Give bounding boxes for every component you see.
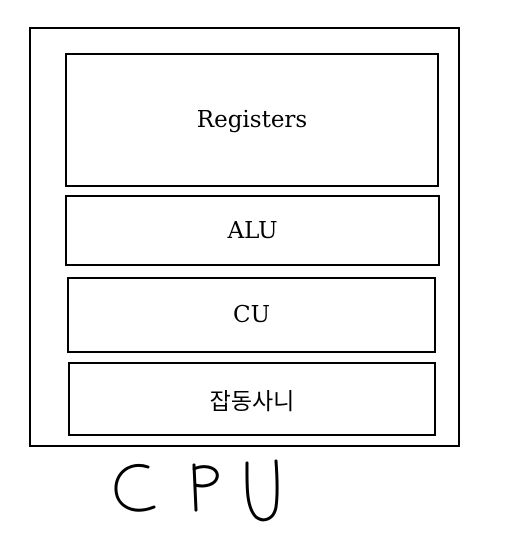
letter-c-stroke [114, 464, 156, 512]
letter-p-stem [192, 463, 198, 512]
cu-block: CU [67, 277, 436, 353]
alu-label: ALU [227, 217, 278, 244]
cu-label: CU [233, 302, 270, 328]
registers-label: Registers [196, 107, 308, 133]
alu-block: ALU [65, 195, 440, 266]
letter-u-stroke [245, 459, 279, 522]
letter-p-bowl [192, 465, 219, 488]
cpu-handwritten-caption [110, 455, 290, 535]
cpu-handwriting-drawing [114, 459, 279, 522]
misc-block: 잡동사니 [68, 362, 436, 436]
registers-block: Registers [65, 53, 439, 187]
misc-label: 잡동사니 [209, 389, 295, 415]
cpu-outer-box [29, 27, 460, 447]
